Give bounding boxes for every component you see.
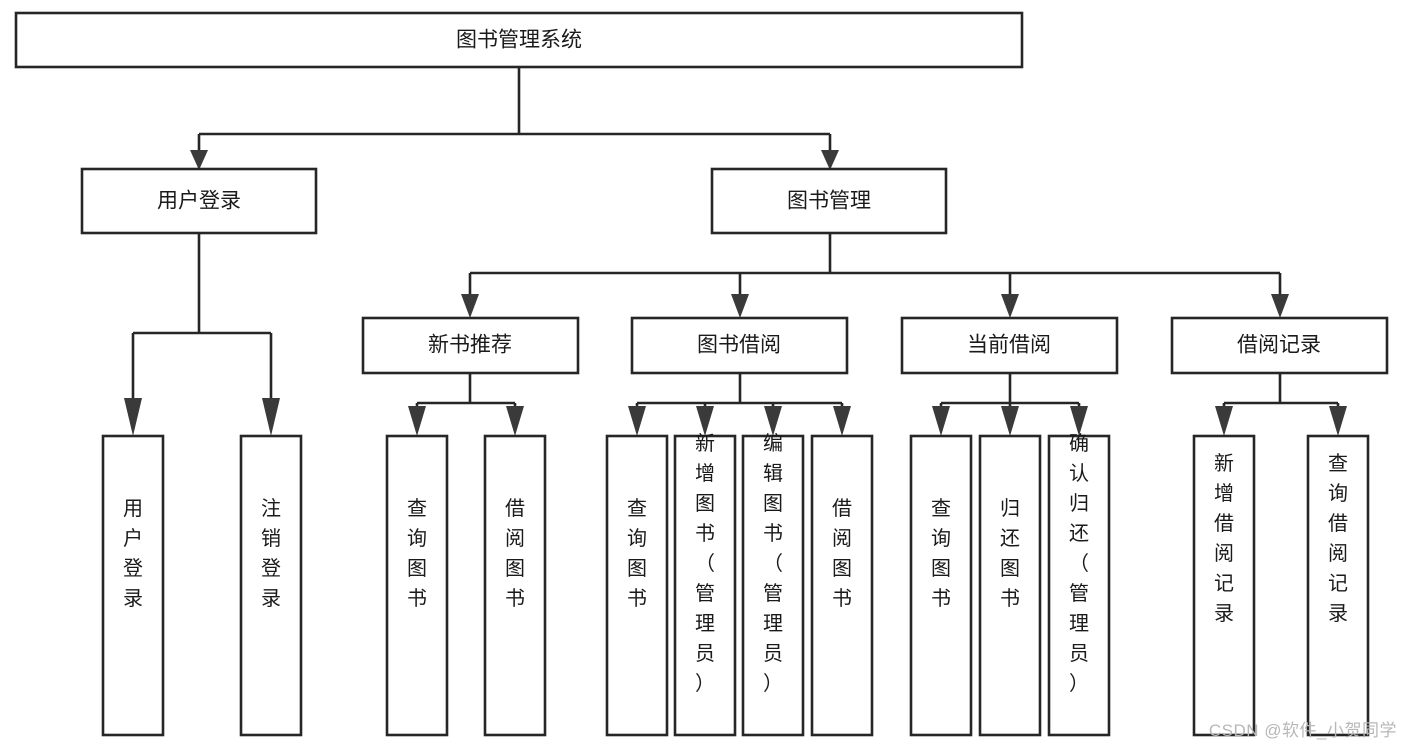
leaf-query-borrow-record-box[interactable] — [1306, 434, 1370, 737]
arrow-head-new-book-recommend — [461, 294, 479, 318]
node-borrow-record-label: 借阅记录 — [1237, 334, 1321, 357]
leaf-user-login-label: 用户登录 — [123, 498, 143, 610]
leaf-borrow-book-2-label: 借阅图书 — [832, 497, 852, 610]
node-user-login[interactable]: 用户登录 — [80, 167, 318, 235]
node-user-login-box[interactable] — [80, 167, 318, 235]
node-current-borrow-label: 当前借阅 — [967, 334, 1051, 357]
arrow-head-bb-leaf2 — [696, 406, 714, 436]
leaf-query-book-1-box[interactable] — [385, 434, 449, 737]
leaf-add-borrow-record-box[interactable] — [1192, 434, 1256, 737]
arrow-head-bb-leaf1 — [628, 406, 646, 436]
leaf-logout-box[interactable] — [239, 434, 303, 737]
arrow-head-current-borrow — [1001, 294, 1019, 318]
root-node[interactable]: 图书管理系统 — [14, 11, 1024, 69]
arrow-head-br-leaf2 — [1329, 406, 1347, 436]
node-book-management-label: 图书管理 — [787, 190, 871, 213]
arrow-head-bb-leaf3 — [764, 406, 782, 436]
leaf-user-login-box[interactable] — [101, 434, 165, 737]
leaf-logout-label: 注销登录 — [261, 497, 281, 610]
node-current-borrow[interactable]: 当前借阅 — [900, 316, 1119, 375]
leaf-query-book-3-label: 查询图书 — [931, 497, 951, 610]
arrow-head-bb-leaf4 — [833, 406, 851, 436]
arrow-head-leaf-user-login — [124, 398, 142, 436]
arrow-head-cb-leaf3 — [1070, 406, 1088, 436]
leaf-layer — [101, 434, 1370, 737]
node-book-borrow[interactable]: 图书借阅 — [630, 316, 849, 375]
leaf-edit-book-admin-box[interactable] — [741, 434, 805, 737]
csdn-watermark: CSDN @软件_小贺同学 — [1208, 721, 1397, 740]
node-new-book-recommend-box[interactable] — [361, 316, 580, 375]
leaf-query-book-2-label: 查询图书 — [627, 497, 647, 610]
leaf-label-layer: 用户登录 注销登录 查询图书 借阅图书 查询图书 新增图书（管理员） 编辑图书（… — [123, 432, 1348, 695]
arrow-head-br-leaf1 — [1215, 406, 1233, 436]
leaf-borrow-book-1-label: 借阅图书 — [505, 497, 525, 610]
leaf-query-borrow-record-label: 查询借阅记录 — [1328, 452, 1348, 625]
leaf-confirm-return-admin-box[interactable] — [1047, 434, 1111, 737]
leaf-confirm-return-admin-label: 确认归还（管理员） — [1069, 432, 1089, 695]
node-new-book-recommend[interactable]: 新书推荐 — [361, 316, 580, 375]
arrow-head-leaf-logout — [262, 398, 280, 436]
node-borrow-record-box[interactable] — [1170, 316, 1389, 375]
arrow-head-borrow-record — [1271, 294, 1289, 318]
arrow-head-cb-leaf2 — [1001, 406, 1019, 436]
arrow-head-user-login — [190, 150, 208, 170]
arrow-head-nbr-leaf1 — [408, 406, 426, 436]
leaf-return-book-box[interactable] — [978, 434, 1042, 737]
leaf-borrow-book-2-box[interactable] — [810, 434, 874, 737]
node-book-borrow-box[interactable] — [630, 316, 849, 375]
node-user-login-label: 用户登录 — [157, 190, 241, 213]
arrow-head-book-borrow — [731, 294, 749, 318]
arrow-head-nbr-leaf2 — [506, 406, 524, 436]
node-borrow-record[interactable]: 借阅记录 — [1170, 316, 1389, 375]
arrow-head-book-mgmt — [821, 150, 839, 170]
leaf-query-book-2-box[interactable] — [605, 434, 669, 737]
connector-layer — [124, 67, 1347, 436]
node-new-book-recommend-label: 新书推荐 — [428, 334, 512, 357]
leaf-query-book-1-label: 查询图书 — [407, 497, 427, 610]
leaf-add-borrow-record-label: 新增借阅记录 — [1214, 452, 1234, 625]
leaf-query-book-3-box[interactable] — [909, 434, 973, 737]
root-node-box[interactable] — [14, 11, 1024, 69]
arrow-head-cb-leaf1 — [932, 406, 950, 436]
node-book-borrow-label: 图书借阅 — [697, 334, 781, 357]
leaf-add-book-admin-label: 新增图书（管理员） — [695, 432, 715, 695]
node-book-management-box[interactable] — [710, 167, 948, 235]
node-current-borrow-box[interactable] — [900, 316, 1119, 375]
leaf-add-book-admin-box[interactable] — [673, 434, 737, 737]
leaf-borrow-book-1-box[interactable] — [483, 434, 547, 737]
leaf-edit-book-admin-label: 编辑图书（管理员） — [763, 432, 783, 695]
node-book-management[interactable]: 图书管理 — [710, 167, 948, 235]
leaf-return-book-label: 归还图书 — [1000, 497, 1020, 610]
root-node-label: 图书管理系统 — [456, 29, 582, 52]
